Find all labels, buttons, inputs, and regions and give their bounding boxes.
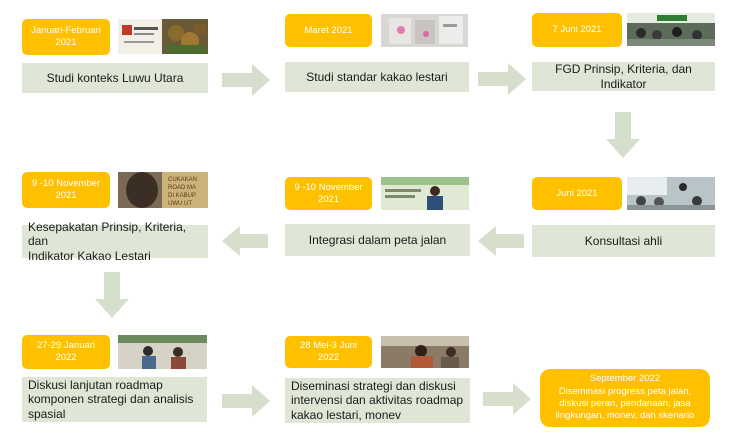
arrow-right-3 xyxy=(222,385,270,417)
step-label-5: Integrasi dalam peta jalan xyxy=(308,232,447,247)
photo-caption-line-2: ROAD MA xyxy=(168,185,196,191)
step-box-2: Studi standar kakao lestari xyxy=(285,62,469,92)
final-step-box: September 2022 Diseminasi progress peta … xyxy=(540,369,710,427)
date-badge-4: Juni 2021 xyxy=(532,177,622,210)
arrow-left-2 xyxy=(222,226,268,256)
step-label-1: Studi konteks Luwu Utara xyxy=(46,70,184,85)
final-label: Diseminasi progress peta jalan, diskusi … xyxy=(555,385,695,422)
step-box-4: Konsultasi ahli xyxy=(532,225,715,257)
step-label-7: Diskusi lanjutan roadmap komponen strate… xyxy=(28,377,194,421)
step-box-3: FGD Prinsip, Kriteria, dan Indikator xyxy=(532,62,715,91)
photo-7 xyxy=(118,335,207,369)
step-box-7: Diskusi lanjutan roadmap komponen strate… xyxy=(22,377,207,422)
photo-2 xyxy=(381,14,468,47)
photo-caption-line-4: UWU UT xyxy=(168,201,192,207)
photo-6: CUKAKAN ROAD MA DI KABUP UWU UT xyxy=(118,172,208,208)
photo-caption-line-1: CUKAKAN xyxy=(168,177,197,183)
arrow-left-1 xyxy=(478,226,524,256)
step-label-6: Kesepakatan Prinsip, Kriteria, dan Indik… xyxy=(28,219,187,263)
date-badge-3: 7 Juni 2021 xyxy=(532,13,622,47)
date-badge-2: Maret 2021 xyxy=(285,14,372,47)
photo-1 xyxy=(118,19,208,54)
step-box-8: Diseminasi strategi dan diskusi interven… xyxy=(285,378,470,423)
photo-5 xyxy=(381,177,469,210)
date-badge-6: 9 -10 November 2021 xyxy=(22,172,110,208)
step-label-4: Konsultasi ahli xyxy=(584,233,663,248)
step-label-3: FGD Prinsip, Kriteria, dan Indikator xyxy=(555,62,692,91)
photo-caption-line-3: DI KABUP xyxy=(168,193,196,199)
step-box-5: Integrasi dalam peta jalan xyxy=(285,224,470,256)
arrow-right-2 xyxy=(478,63,526,95)
step-box-6: Kesepakatan Prinsip, Kriteria, dan Indik… xyxy=(22,220,208,263)
step-label-2: Studi standar kakao lestari xyxy=(306,69,448,84)
arrow-right-1 xyxy=(222,64,270,96)
step-box-1: Studi konteks Luwu Utara xyxy=(22,63,208,93)
date-badge-1: Januari-Februari 2021 xyxy=(22,19,110,55)
arrow-down-2 xyxy=(95,272,129,318)
photo-4 xyxy=(627,177,715,210)
date-badge-5: 9 -10 November 2021 xyxy=(285,177,372,210)
step-label-8: Diseminasi strategi dan diskusi interven… xyxy=(291,378,464,422)
arrow-down-1 xyxy=(606,112,640,158)
arrow-right-4 xyxy=(483,383,531,415)
photo-3 xyxy=(627,13,715,46)
date-badge-8: 28 Mei-3 Juni 2022 xyxy=(285,336,372,368)
date-badge-7: 27-29 Januari 2022 xyxy=(22,335,110,369)
final-date: September 2022 xyxy=(589,373,661,385)
photo-8 xyxy=(381,336,469,368)
